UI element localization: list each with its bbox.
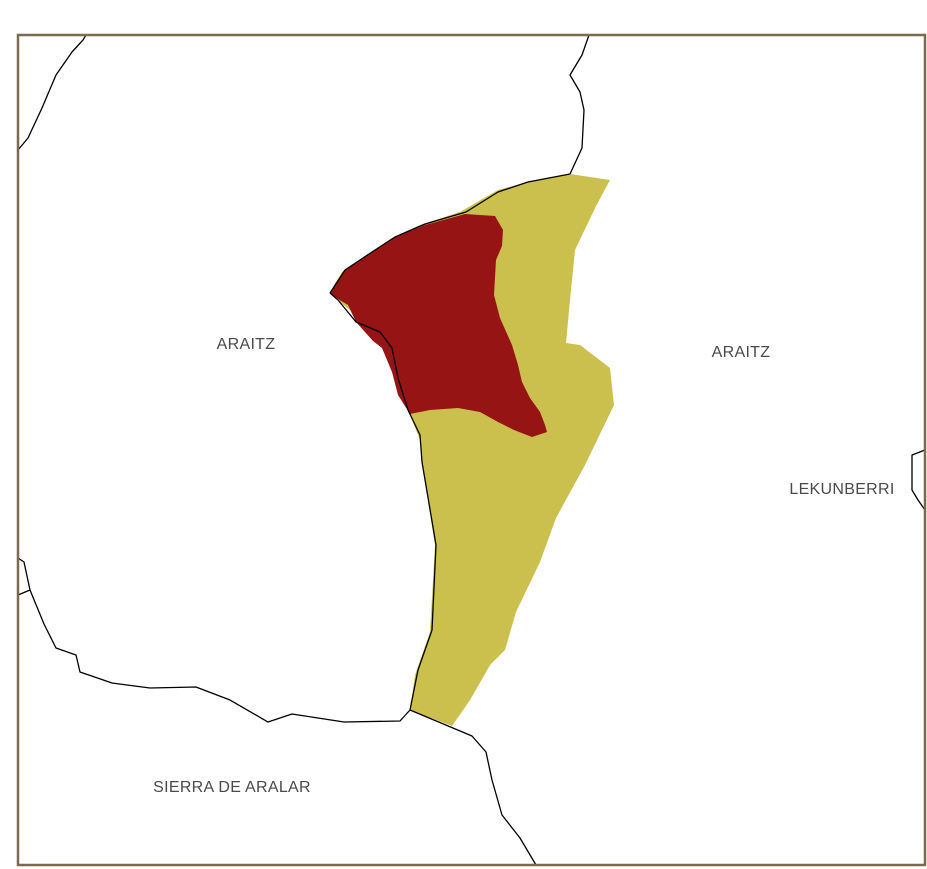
boundary-southwest <box>17 557 31 596</box>
boundary-lekunberri <box>911 449 926 511</box>
boundary-south-west <box>29 589 411 723</box>
region-main[interactable] <box>330 214 547 437</box>
label-araitz-east: ARAITZ <box>712 344 771 361</box>
boundary-northwest <box>17 34 87 151</box>
boundary-southeast <box>409 709 537 866</box>
boundary-ridge <box>329 173 571 294</box>
map-frame <box>16 33 927 867</box>
label-lekunberri: LEKUNBERRI <box>789 481 894 498</box>
boundary-central <box>329 292 437 711</box>
boundary-lines <box>17 34 926 866</box>
label-sierra-de-aralar: SIERRA DE ARALAR <box>153 779 311 796</box>
label-araitz-west: ARAITZ <box>217 336 276 353</box>
boundary-north <box>569 34 590 175</box>
